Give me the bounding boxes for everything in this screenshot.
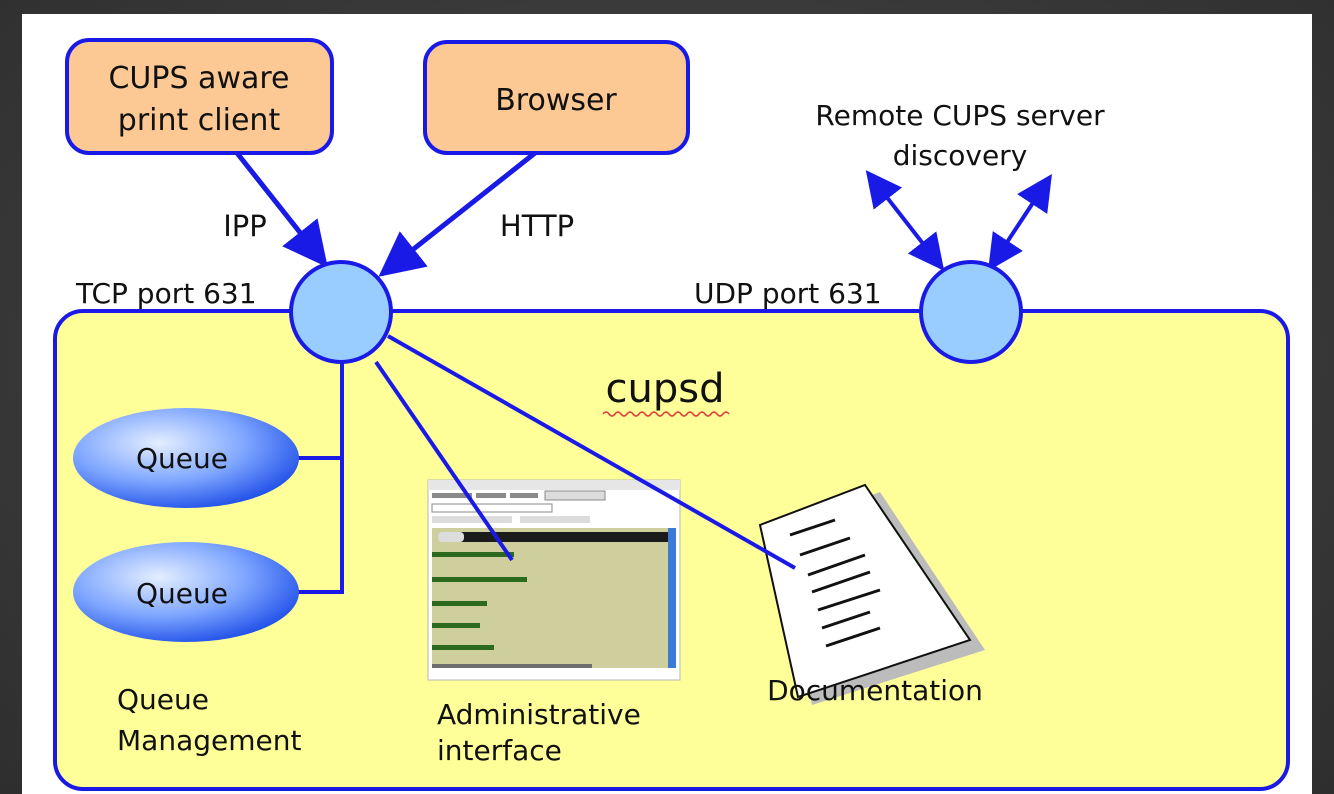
queue-1-node xyxy=(73,408,299,508)
http-arrow xyxy=(378,151,537,277)
admin-interface-label-line2: interface xyxy=(437,734,562,767)
udp-port-node xyxy=(919,260,1023,364)
tcp-port-label: TCP port 631 xyxy=(75,277,257,310)
tcp-port-node xyxy=(289,260,393,364)
ipp-label: IPP xyxy=(223,209,267,243)
admin-interface-label-line1: Administrative xyxy=(437,698,641,731)
admin-interface-thumbnail xyxy=(427,479,681,681)
remote-discovery-label-line2: discovery xyxy=(893,139,1028,172)
queue-2-label: Queue xyxy=(136,577,228,610)
http-label: HTTP xyxy=(500,209,574,243)
queue-management-label-line1: Queue xyxy=(117,683,209,716)
discovery-arrow-right xyxy=(988,173,1052,272)
documentation-icon xyxy=(758,483,985,705)
cupsd-label: cupsd xyxy=(606,366,725,412)
cups-client-label-line1: CUPS aware xyxy=(108,61,289,96)
udp-port-label: UDP port 631 xyxy=(694,277,882,310)
browser-label: Browser xyxy=(495,83,617,118)
spellcheck-underline xyxy=(602,411,730,417)
queue-connector xyxy=(298,356,344,594)
browser-box xyxy=(423,40,690,155)
ipp-arrow xyxy=(235,151,328,268)
cups-client-box xyxy=(65,38,334,155)
remote-discovery-label-line1: Remote CUPS server xyxy=(815,99,1105,132)
documentation-label: Documentation xyxy=(767,674,983,707)
discovery-arrow-left xyxy=(865,170,945,271)
docs-connector xyxy=(387,334,796,570)
queue-1-label: Queue xyxy=(136,442,228,475)
queue-management-label-line2: Management xyxy=(117,724,301,757)
cups-client-label-line2: print client xyxy=(118,103,281,138)
queue-2-node xyxy=(73,542,299,642)
admin-connector xyxy=(374,360,514,562)
